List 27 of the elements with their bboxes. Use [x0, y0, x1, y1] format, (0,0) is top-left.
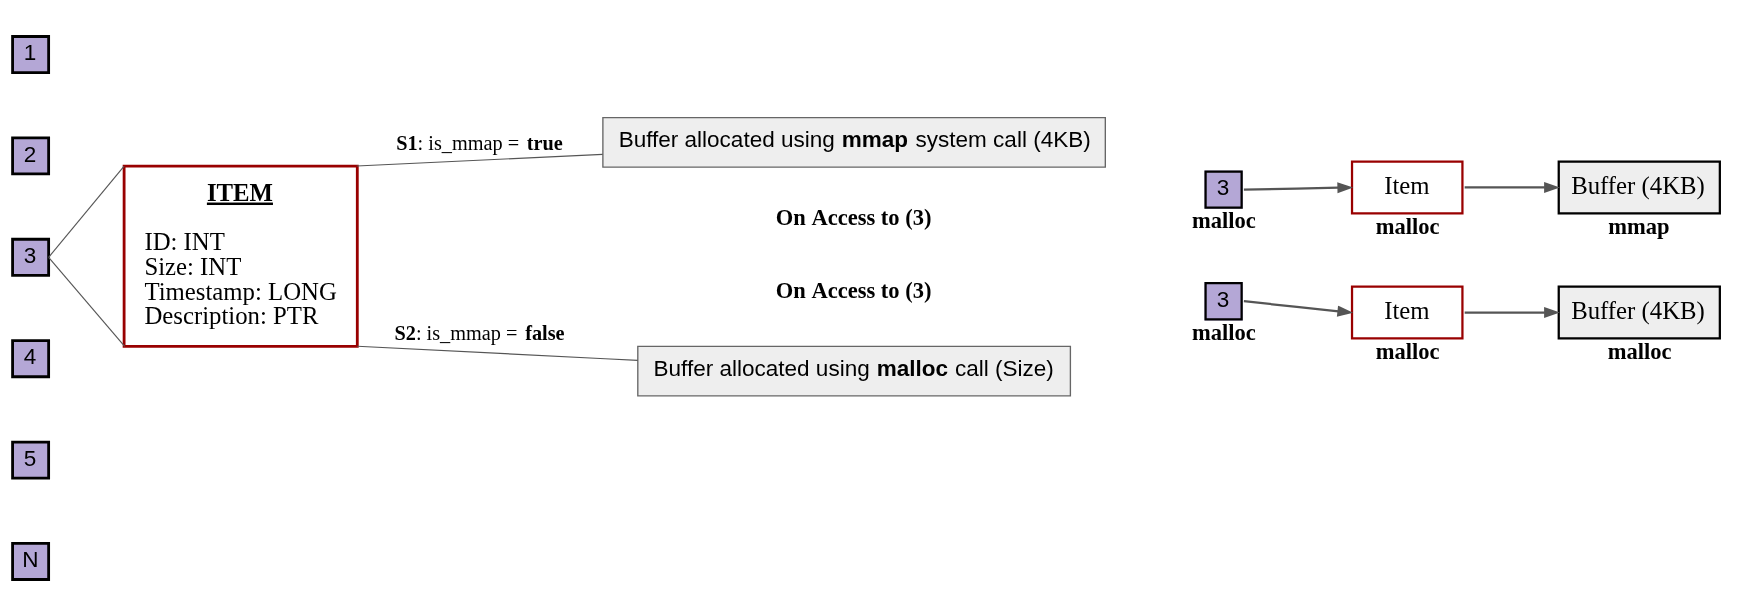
connector [48, 256, 126, 347]
node-box: ITEM ID: INT Size: INT Timestamp: LONG Description: PTR [122, 164, 359, 348]
edge-label: S2: is_mmap = false [394, 321, 565, 344]
node-box: Buffer allocated using mmap system call (4KB) [602, 116, 1106, 168]
edge-label: S1: is_mmap = true [396, 131, 563, 154]
node-box: 1 [11, 35, 51, 74]
arrow [1464, 306, 1560, 319]
node-label: malloc [1192, 319, 1256, 345]
node-label: malloc [1607, 338, 1672, 364]
node-box: 5 [11, 440, 51, 480]
node-label: malloc [1192, 208, 1256, 234]
node-label: mmap [1608, 213, 1670, 239]
node-box: 3 [11, 237, 51, 277]
label: On Access to (3) [775, 204, 932, 230]
connector [356, 345, 639, 361]
connector [48, 165, 125, 258]
label: On Access to (3) [775, 277, 932, 303]
connector [356, 153, 604, 167]
node-label: malloc [1375, 213, 1440, 239]
arrow [1464, 181, 1560, 193]
node-label: malloc [1375, 338, 1440, 364]
node-box: Buffer allocated using malloc call (Size) [637, 345, 1072, 397]
node-box: 4 [11, 339, 51, 379]
node-box: N [11, 542, 51, 581]
node-box: 2 [11, 136, 51, 176]
arrow [1243, 182, 1354, 194]
arrow [1243, 300, 1354, 317]
